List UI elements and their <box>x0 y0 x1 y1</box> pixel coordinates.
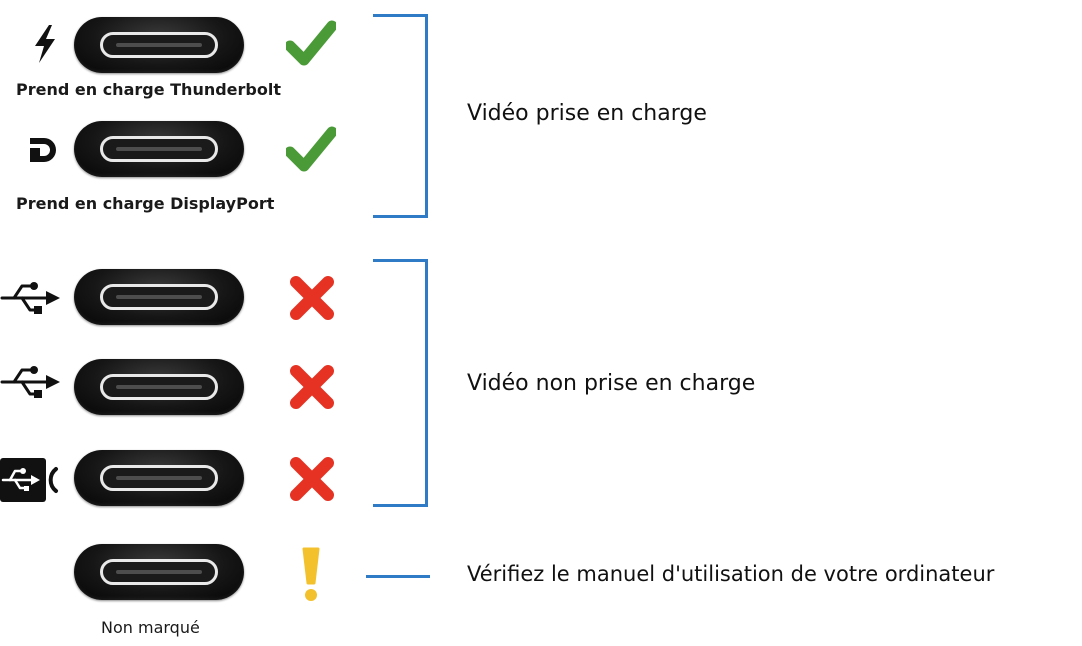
usb-c-port-displayport <box>74 121 244 177</box>
port-label-thunderbolt: Prend en charge Thunderbolt <box>16 80 281 99</box>
dash-connector <box>366 575 430 578</box>
group-label-check-manual: Vérifiez le manuel d'utilisation de votr… <box>467 562 995 586</box>
check-icon <box>286 126 336 172</box>
group-label-video-supported: Vidéo prise en charge <box>467 101 707 126</box>
warning-icon <box>300 545 322 603</box>
usb-c-port-usb <box>74 269 244 325</box>
usb-c-port-usb-power <box>74 450 244 506</box>
port-label-displayport: Prend en charge DisplayPort <box>16 194 275 213</box>
displayport-icon <box>27 135 63 165</box>
port-label-unmarked: Non marqué <box>101 618 200 637</box>
check-icon <box>286 20 336 66</box>
thunderbolt-icon <box>32 24 58 64</box>
cross-icon <box>288 363 336 411</box>
usb-c-port-unmarked <box>74 544 244 600</box>
cross-icon <box>288 274 336 322</box>
usb-c-port-usb <box>74 359 244 415</box>
usb-icon <box>0 362 62 402</box>
usb-icon <box>0 278 62 318</box>
bracket-video-not-supported <box>373 259 428 507</box>
bracket-video-supported <box>373 14 428 218</box>
usb-c-port-thunderbolt <box>74 17 244 73</box>
group-label-video-not-supported: Vidéo non prise en charge <box>467 371 756 396</box>
cross-icon <box>288 455 336 503</box>
usb-power-icon <box>0 455 62 505</box>
